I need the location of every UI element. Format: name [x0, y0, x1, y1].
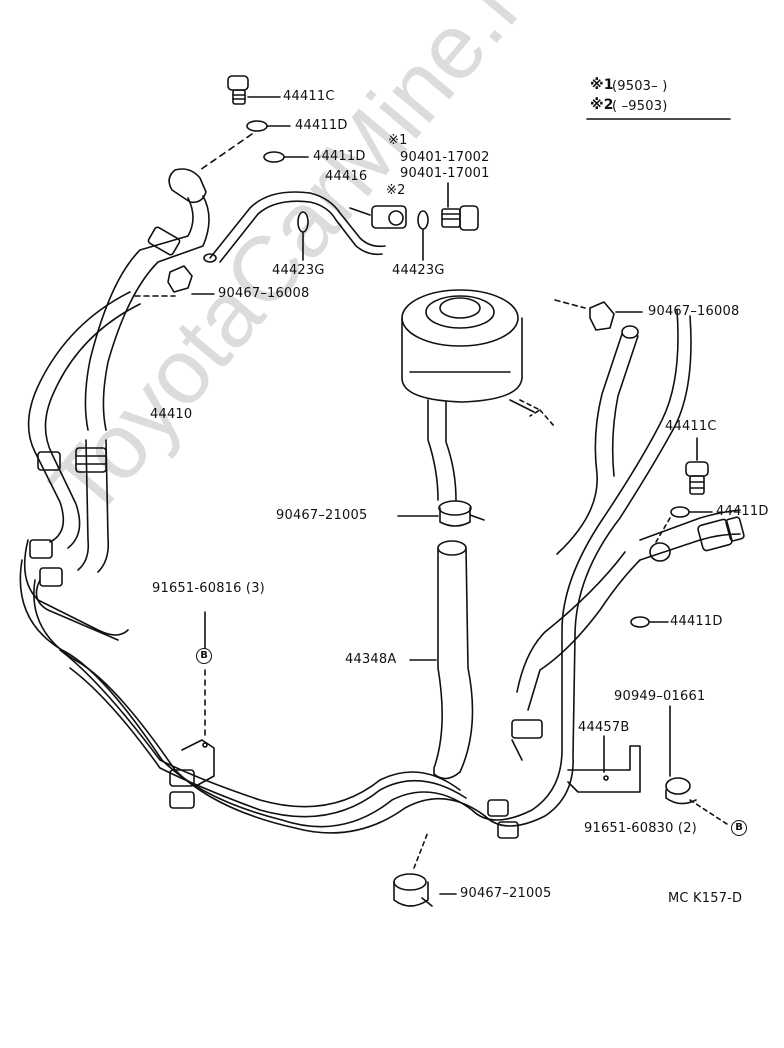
pipe-44416	[203, 191, 407, 263]
label-90467-16008-right: 90467–16008	[648, 304, 740, 319]
label-44411c-right: 44411C	[665, 419, 717, 434]
clamp-90467-21005-mid	[397, 500, 485, 527]
label-90467-21005-bottom: 90467–21005	[460, 886, 552, 901]
circle-mark-b-left: B	[196, 648, 212, 664]
circle-mark-b-right: B	[731, 820, 747, 836]
bracket-44457b	[567, 735, 641, 793]
gasket-44411d-right-2	[630, 616, 650, 628]
label-44411c-top: 44411C	[283, 89, 335, 104]
label-91651-60816: 91651-60816 (3)	[152, 581, 265, 596]
label-mark-1: ※1	[388, 133, 408, 148]
legend-mark-1: ※1	[590, 77, 614, 93]
label-44416: 44416	[325, 169, 368, 184]
clamp-90467-21005-bottom	[393, 831, 457, 907]
label-91651-60830: 91651-60830 (2)	[584, 821, 697, 836]
union-bolt-90401	[441, 182, 479, 231]
gasket-44423g-left	[297, 211, 309, 233]
label-44411d-right-2: 44411D	[670, 614, 723, 629]
legend-mark-2: ※2	[590, 97, 614, 113]
gasket-44411d-a	[246, 120, 268, 132]
plug-44411c-right	[685, 437, 709, 495]
label-44410: 44410	[150, 407, 193, 422]
label-90401-17001: 90401-17001	[400, 166, 490, 181]
plug-44411c-top	[227, 75, 281, 105]
right-union-fitting	[516, 509, 745, 711]
label-90467-16008-left: 90467–16008	[218, 286, 310, 301]
label-44348a: 44348A	[345, 652, 397, 667]
clamp-90467-16008-left	[134, 265, 215, 297]
bracket-b-left	[181, 611, 215, 787]
label-90949-01661: 90949–01661	[614, 689, 706, 704]
label-44411d-a: 44411D	[295, 118, 348, 133]
label-mark-2: ※2	[386, 183, 406, 198]
legend-range-1: (9503– )	[612, 79, 668, 94]
gasket-44411d-b	[263, 151, 285, 163]
label-44411d-right-1: 44411D	[716, 504, 769, 519]
label-44411d-b: 44411D	[313, 149, 366, 164]
return-hose-right	[556, 325, 639, 555]
label-44423g-left: 44423G	[272, 263, 325, 278]
label-90401-17002: 90401-17002	[400, 150, 490, 165]
label-44423g-right: 44423G	[392, 263, 445, 278]
label-diagram-code: MC K157-D	[668, 891, 743, 906]
label-44457b: 44457B	[578, 720, 630, 735]
pressure-pipes-lower	[19, 309, 692, 839]
label-90467-21005-mid: 90467–21005	[276, 508, 368, 523]
return-pipe-left	[27, 291, 141, 549]
clamp-90467-16008-right	[554, 299, 643, 331]
gasket-44411d-right-1	[670, 506, 690, 518]
clamp-90949-01661	[665, 705, 731, 827]
hose-44348a	[409, 540, 474, 780]
reservoir-tank	[401, 289, 555, 501]
gasket-44423g-right	[417, 210, 429, 230]
hose-44410	[75, 168, 210, 573]
legend-range-2: ( –9503)	[612, 99, 668, 114]
